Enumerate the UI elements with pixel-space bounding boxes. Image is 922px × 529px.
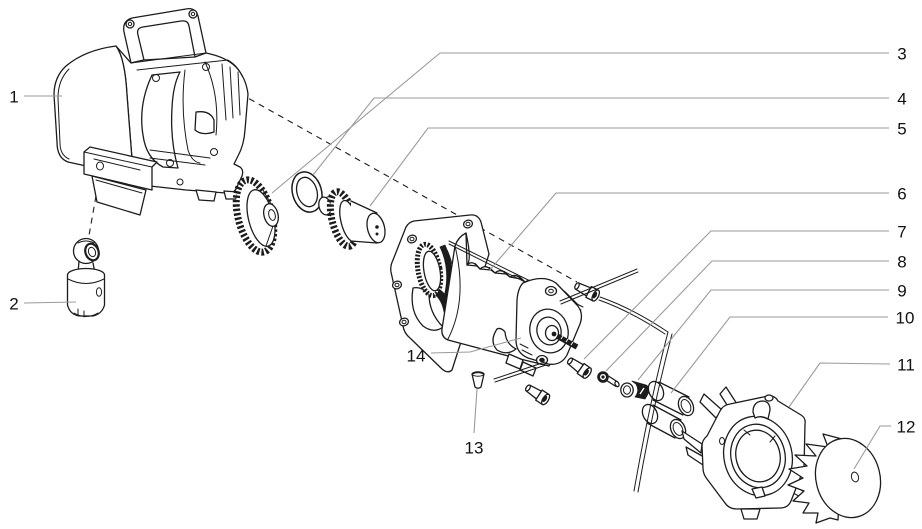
callout-leader-10: [670, 316, 888, 394]
part-5-drive-gear: [318, 188, 386, 250]
wire-motor-lower: [493, 361, 547, 383]
callout-label-1: 1: [9, 88, 18, 107]
callout-leader-9: [637, 289, 889, 381]
callout-label-6: 6: [897, 185, 906, 204]
callout-leader-5: [369, 127, 889, 207]
callout-label-13: 13: [465, 439, 484, 458]
callout-label-10: 10: [896, 309, 915, 328]
callout-label-5: 5: [897, 120, 906, 139]
screw-top: [572, 279, 602, 303]
callout-leader-7: [583, 230, 889, 360]
callout-label-14: 14: [407, 347, 426, 366]
part-10-capacitors: [641, 380, 695, 440]
part-12-fan: [787, 433, 882, 524]
callout-leader-3: [271, 52, 889, 194]
callout-label-7: 7: [897, 223, 906, 242]
part-2-connecting-rod: [66, 237, 106, 318]
callout-label-8: 8: [897, 253, 906, 272]
motor-shaft-stud: [555, 333, 579, 350]
callout-leader-14: [430, 337, 522, 354]
callout-leader-12: [853, 425, 891, 470]
callout-leader-4: [312, 97, 889, 176]
callout-label-12: 12: [897, 418, 916, 437]
screw-bottom: [522, 381, 552, 407]
part-4-ring: [291, 171, 323, 213]
screw-item-7: [564, 354, 594, 381]
callout-leader-13: [473, 388, 478, 434]
callout-leader-2: [23, 301, 77, 304]
callout-leader-8: [605, 260, 889, 372]
part-13-plug: [471, 371, 485, 389]
wire-motor-to-capacitor: [598, 296, 669, 335]
callout-leader-11: [788, 362, 891, 408]
callout-label-9: 9: [897, 282, 906, 301]
part-8-pin-screw: [597, 371, 620, 388]
axis-line-housing-to-motor: [229, 87, 578, 283]
part-9-motor-brush: [620, 380, 650, 400]
callout-label-3: 3: [897, 45, 906, 64]
part-11-end-plate: [681, 386, 812, 520]
callout-label-2: 2: [9, 295, 18, 314]
callout-label-11: 11: [897, 356, 915, 375]
callout-label-4: 4: [897, 90, 906, 109]
part-6-motor-assembly: [390, 214, 584, 377]
part-3-small-gear: [232, 176, 279, 256]
assembly-axis-dashed-lines: [84, 87, 578, 283]
callout-leader-6: [488, 192, 889, 272]
part-1-motor-housing: [53, 8, 249, 216]
wire-motor-upper: [559, 268, 639, 305]
